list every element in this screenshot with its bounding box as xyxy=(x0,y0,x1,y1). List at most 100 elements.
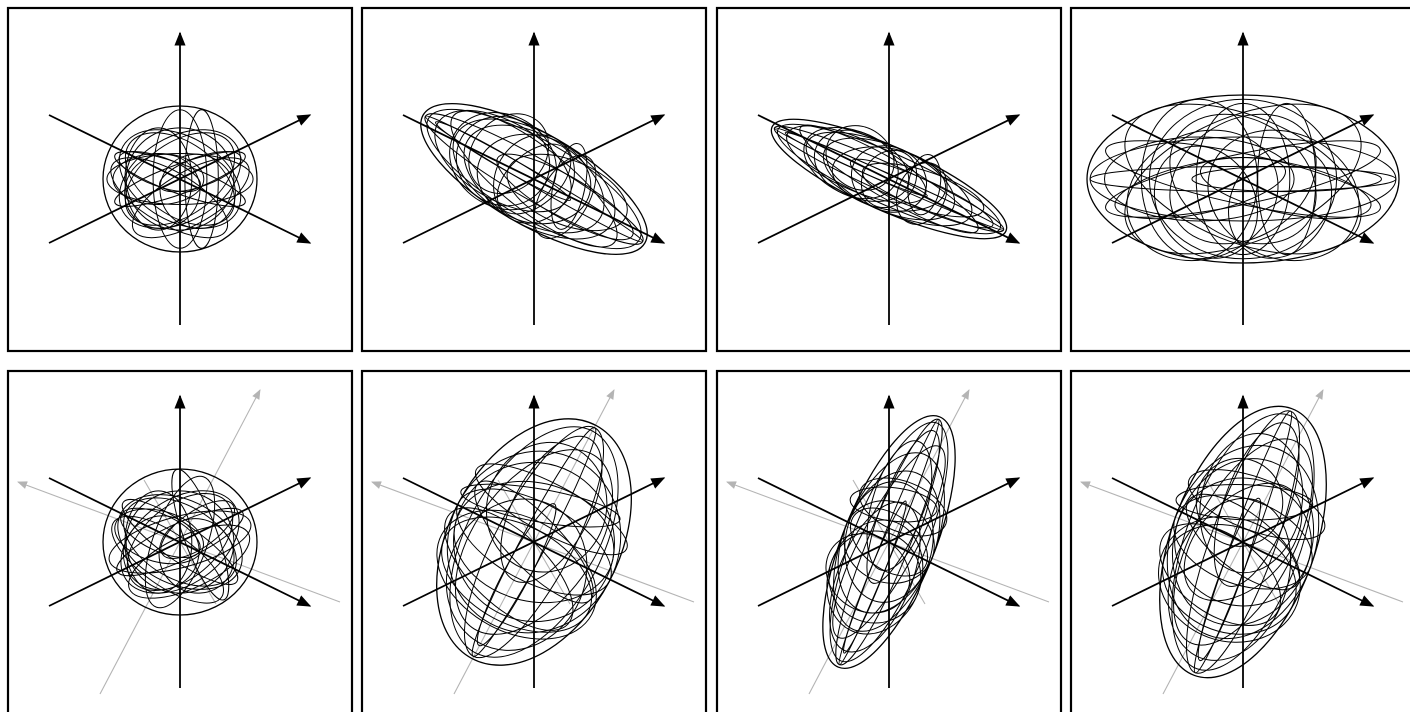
wireframe-curve xyxy=(158,518,235,594)
wireframe-curve xyxy=(449,426,619,658)
wireframe-curve xyxy=(1114,157,1287,220)
wireframe-curve xyxy=(118,129,242,229)
coordinate-axes xyxy=(1111,31,1375,325)
panel-content xyxy=(402,31,666,325)
coordinate-axes xyxy=(48,31,312,325)
ellipsoid-wireframe xyxy=(822,414,956,670)
wireframe-curve xyxy=(803,126,910,202)
wireframe-curve xyxy=(184,109,219,249)
wireframe-curve xyxy=(435,121,571,201)
panel-r1-c4 xyxy=(1069,6,1410,353)
wireframe-curve xyxy=(1173,438,1313,646)
wireframe-curve xyxy=(784,131,928,197)
panel-content xyxy=(1086,31,1400,325)
wireframe-curve xyxy=(449,112,557,211)
panel-content xyxy=(1080,389,1404,695)
wireframe-curve xyxy=(436,509,597,640)
ellipsoid-wireframe xyxy=(1158,405,1327,679)
wireframe-curve xyxy=(1166,444,1320,640)
wireframe-curve xyxy=(844,481,934,603)
panel-r1-c2 xyxy=(360,6,708,353)
wireframe-curve xyxy=(453,461,615,623)
coordinate-axes xyxy=(757,394,1021,688)
wireframe-curve xyxy=(1197,497,1262,662)
panel-r1-c3 xyxy=(715,6,1063,353)
wireframe-curve xyxy=(424,115,644,243)
wireframe-curve xyxy=(1158,515,1301,643)
wireframe-curve xyxy=(1193,410,1293,674)
wireframe-curve xyxy=(1213,422,1300,587)
wireframe-curve xyxy=(454,449,614,635)
wireframe-curve xyxy=(110,157,229,239)
wireframe-curve xyxy=(1169,113,1317,245)
wireframe-curve xyxy=(124,127,193,231)
wireframe-curve xyxy=(118,150,201,193)
wireframe-curve xyxy=(1191,165,1383,193)
panel-content xyxy=(371,389,695,695)
wireframe-curve xyxy=(1169,113,1317,245)
wireframe-curve xyxy=(776,123,1002,235)
wireframe-curve xyxy=(160,500,235,559)
wireframe-curve xyxy=(831,146,947,212)
panel-content xyxy=(17,389,341,695)
wireframe-curve xyxy=(460,483,621,528)
wireframe-curve xyxy=(496,153,634,241)
diagonal-axis-up xyxy=(1111,477,1375,607)
diagonal-axis-up xyxy=(757,114,1021,244)
wireframe-curve xyxy=(829,501,921,653)
wireframe-curve xyxy=(446,450,622,634)
diagonal-axis-up xyxy=(757,477,1021,607)
wireframe-curve xyxy=(506,153,628,232)
wireframe-curve xyxy=(121,499,239,585)
wireframe-curve xyxy=(426,108,642,250)
panel-content xyxy=(726,389,1050,695)
wireframe-curve xyxy=(126,493,234,591)
wireframe-curve xyxy=(114,151,246,207)
diagonal-axis-up xyxy=(48,477,312,607)
ellipsoid-wireframe xyxy=(436,418,632,666)
wireframe-curve xyxy=(786,125,927,204)
wireframe-curve xyxy=(476,133,592,225)
wireframe-curve xyxy=(829,421,949,663)
wireframe-curve xyxy=(476,503,557,647)
wireframe-curve xyxy=(826,519,924,635)
wireframe-curve xyxy=(131,157,250,239)
coordinate-axes xyxy=(402,31,666,325)
wireframe-curve xyxy=(118,129,242,229)
diagonal-axis-up xyxy=(402,477,666,607)
wireframe-curve xyxy=(866,440,933,572)
wireframe-curve xyxy=(128,524,251,599)
wireframe-curve xyxy=(1207,129,1360,262)
wireframe-curve xyxy=(773,127,1005,231)
ellipsoid-wireframe xyxy=(420,102,648,256)
wireframe-curve xyxy=(1104,136,1295,222)
panel-r2-c2 xyxy=(360,369,708,712)
panel-r2-c3 xyxy=(715,369,1063,712)
wireframe-curve xyxy=(124,153,201,229)
wireframe-curve xyxy=(1124,103,1362,255)
wireframe-curve xyxy=(116,507,244,577)
wireframe-curve xyxy=(1174,477,1312,607)
wireframe-curve xyxy=(842,500,907,654)
wireframe-curve xyxy=(1199,157,1372,220)
wireframe-curve xyxy=(159,150,242,193)
wireframe-curve xyxy=(1162,524,1297,635)
coordinate-axes xyxy=(1111,394,1375,688)
wireframe-curve xyxy=(124,490,193,594)
wireframe-curve xyxy=(485,441,608,573)
wireframe-curve xyxy=(1257,102,1317,256)
diagonal-axis-up xyxy=(1111,114,1375,244)
wireframe-curve xyxy=(861,162,985,218)
coordinate-axes xyxy=(757,31,1021,325)
wireframe-curve xyxy=(111,515,225,604)
wireframe-curve xyxy=(124,132,236,226)
coordinate-axes xyxy=(402,394,666,688)
wireframe-curve xyxy=(123,497,237,587)
wireframe-curve xyxy=(144,475,216,609)
diagonal-axis-up xyxy=(402,114,666,244)
wireframe-curve xyxy=(117,494,243,590)
wireframe-curve xyxy=(799,124,979,234)
panel-r2-c4 xyxy=(1069,369,1410,712)
wireframe-curve xyxy=(1171,413,1315,671)
coordinate-axes xyxy=(48,394,312,688)
